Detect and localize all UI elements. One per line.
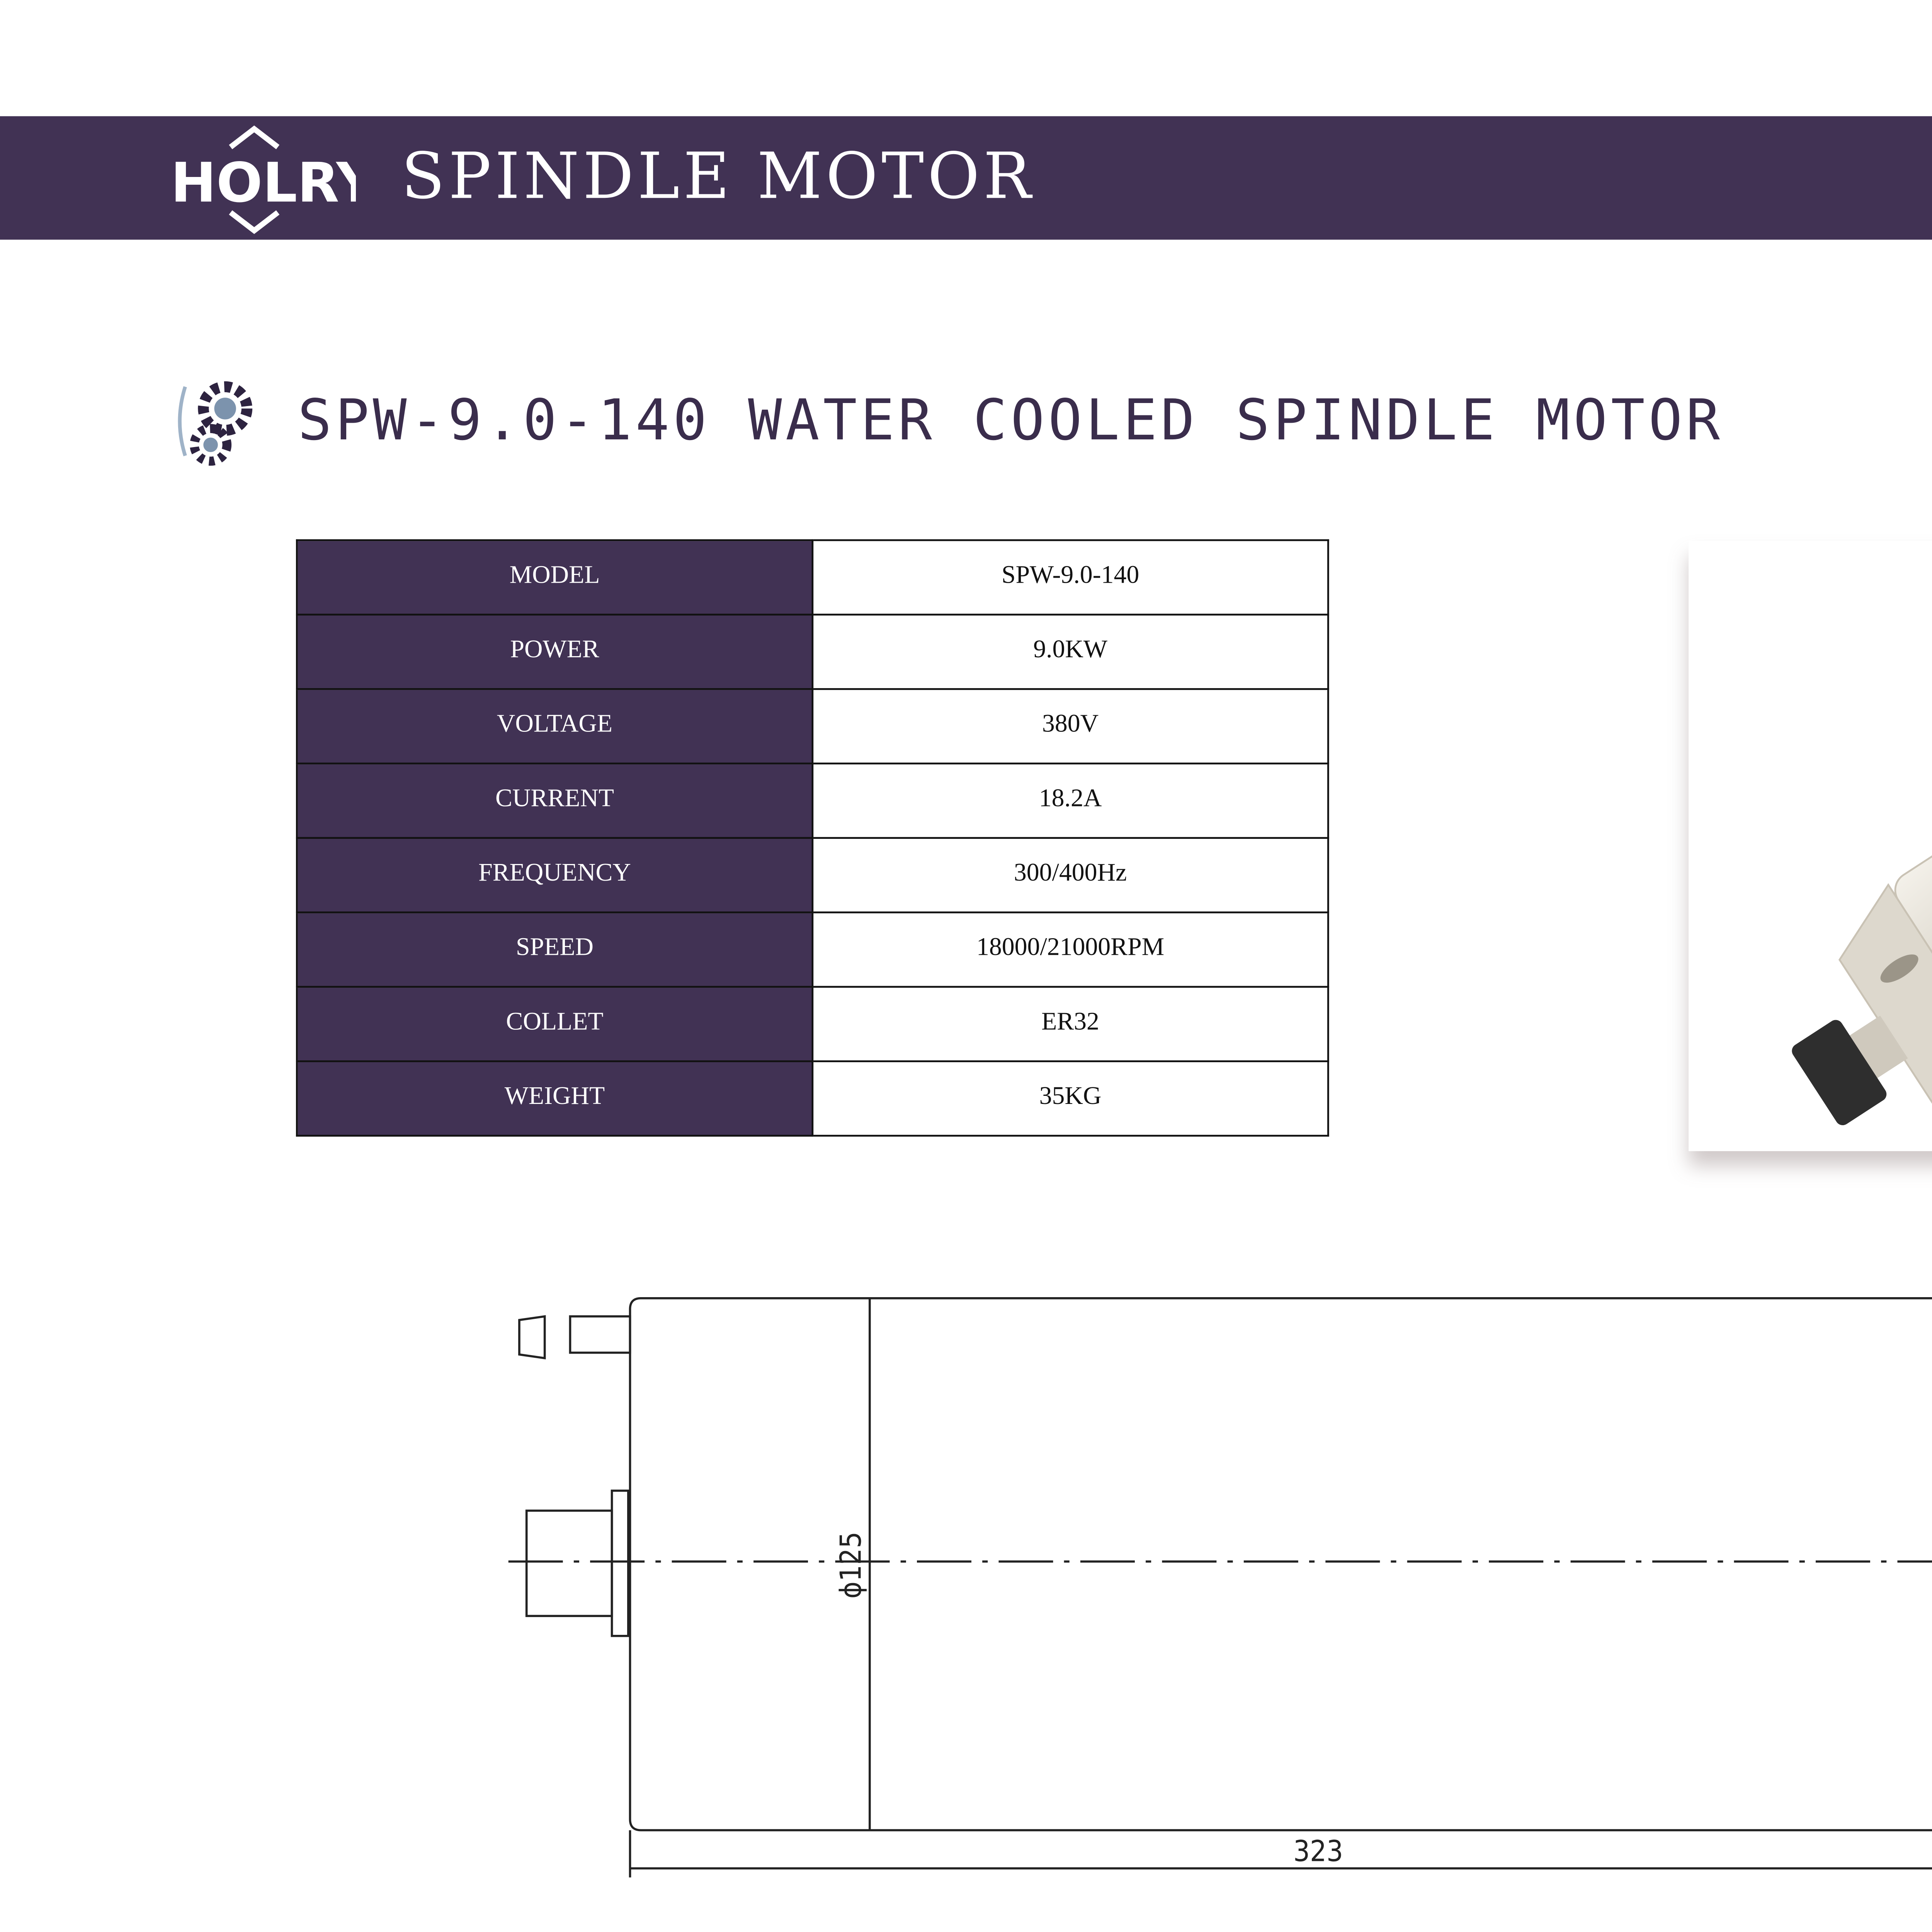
header-banner bbox=[0, 116, 1932, 240]
spec-value: 300/400Hz bbox=[811, 837, 1329, 913]
spec-label: MODEL bbox=[296, 539, 814, 616]
technical-drawing: 323 50 7 38 ϕ125 M40×1.5 ϕ96.5 bbox=[508, 1297, 1932, 1878]
spindle-motor-image bbox=[1792, 584, 1932, 1126]
spec-label: COLLET bbox=[296, 986, 814, 1062]
spec-label: WEIGHT bbox=[296, 1060, 814, 1137]
spec-value: SPW-9.0-140 bbox=[811, 539, 1329, 616]
product-photo bbox=[1689, 541, 1932, 1151]
spec-label: VOLTAGE bbox=[296, 688, 814, 765]
spec-value: 35KG bbox=[811, 1060, 1329, 1137]
banner-title: SPINDLE MOTOR bbox=[401, 141, 1035, 214]
dim-length-body: 323 bbox=[1293, 1834, 1343, 1868]
dim-body-diameter: ϕ125 bbox=[833, 1532, 867, 1599]
spec-value: ER32 bbox=[811, 986, 1329, 1062]
svg-text:HOLRY: HOLRY bbox=[171, 151, 356, 215]
spec-label: FREQUENCY bbox=[296, 837, 814, 913]
spec-label: CURRENT bbox=[296, 762, 814, 839]
spec-label: SPEED bbox=[296, 911, 814, 988]
gears-icon bbox=[178, 381, 253, 466]
spec-label: POWER bbox=[296, 614, 814, 690]
product-title: SPW-9.0-140 WATER COOLED SPINDLE MOTOR bbox=[298, 388, 1724, 454]
spec-value: 18000/21000RPM bbox=[811, 911, 1329, 988]
holry-logo-icon: HOLRY bbox=[171, 125, 356, 234]
spec-value: 9.0KW bbox=[811, 614, 1329, 690]
spec-value: 380V bbox=[811, 688, 1329, 765]
spec-value: 18.2A bbox=[811, 762, 1329, 839]
